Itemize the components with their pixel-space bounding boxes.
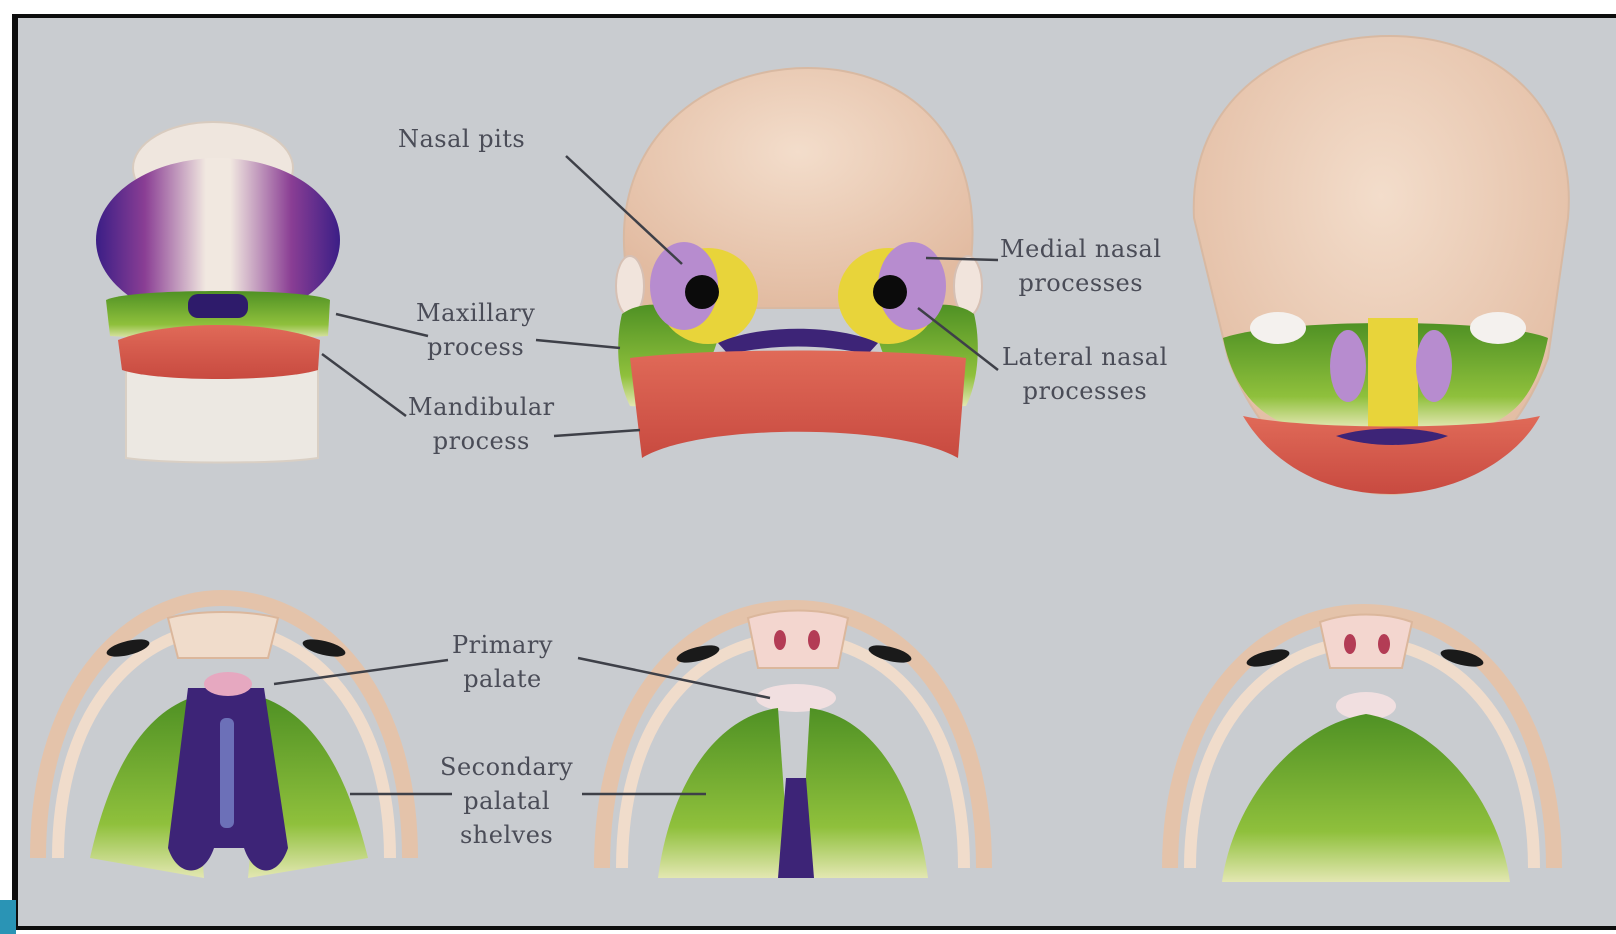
embryo-face-late <box>1194 36 1569 494</box>
mandibular-middle <box>630 351 966 459</box>
stomodeum-middle <box>718 329 878 354</box>
intermaxillary-segment <box>1368 318 1418 428</box>
label-nasal-pits: Nasal pits <box>398 122 525 156</box>
corner-tab <box>0 900 16 934</box>
nose-left <box>168 612 278 658</box>
stomodeum <box>188 294 248 318</box>
label-medial-nasal-processes: Medial nasal processes <box>1000 232 1162 300</box>
palate-late <box>1170 612 1554 882</box>
fused-palate <box>1222 714 1510 882</box>
label-maxillary-process: Maxillary process <box>416 296 535 364</box>
label-primary-palate: Primary palate <box>452 628 553 696</box>
palate-early <box>38 598 410 878</box>
nose-late <box>1320 615 1412 669</box>
nose-middle <box>748 611 848 669</box>
septum-highlight <box>220 718 234 828</box>
eye-left-late <box>1250 312 1306 344</box>
lateral-nasal-right-late <box>1416 330 1452 402</box>
face-development-illustration <box>18 18 1616 926</box>
diagram-frame: Nasal pits Maxillary process Mandibular … <box>12 14 1616 930</box>
label-secondary-palatal-shelves: Secondary palatal shelves <box>440 750 573 852</box>
eye-right-late <box>1470 312 1526 344</box>
palate-middle <box>602 608 984 878</box>
lateral-nasal-left-late <box>1330 330 1366 402</box>
palatal-shelf-middle-b <box>800 708 928 878</box>
nasal-pit-left <box>685 275 719 309</box>
mandibular-process-early <box>118 325 320 379</box>
label-mandibular-process: Mandibular process <box>408 390 555 458</box>
embryo-face-middle <box>616 68 982 458</box>
nasal-pit-right <box>873 275 907 309</box>
primary-palate-left <box>204 672 252 696</box>
mandible-late <box>1243 416 1540 494</box>
embryo-face-early <box>96 122 340 463</box>
label-lateral-nasal-processes: Lateral nasal processes <box>1002 340 1168 408</box>
